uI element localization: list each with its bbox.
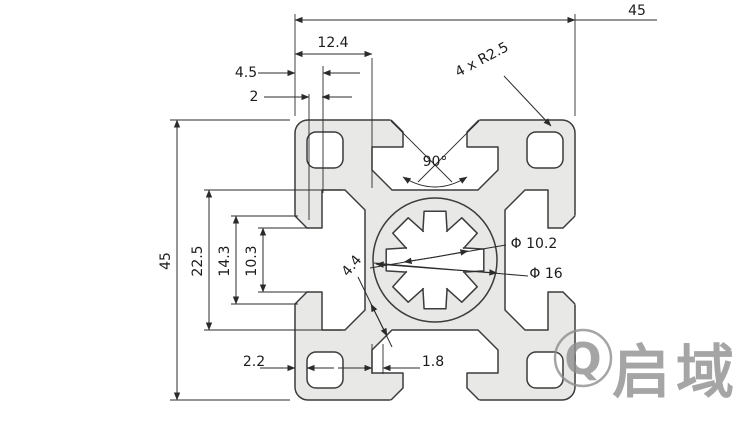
- angle-face-line: [417, 120, 480, 183]
- dim-boss-diameter: Φ 16: [373, 261, 563, 282]
- logo-letter: Q: [564, 334, 601, 385]
- t-slot-top-outline: [371, 119, 499, 191]
- dim-corner-radius: 4 x R2.5: [453, 39, 552, 127]
- dim-corner-radius-label: 4 x R2.5: [453, 39, 512, 80]
- dim-bottom-lip: 1.8: [338, 344, 444, 374]
- dim-slot-opening-label: 10.3: [244, 245, 260, 276]
- t-slot-right-outline: [504, 189, 576, 331]
- watermark: Q 启域: [553, 328, 740, 406]
- logo-circle-icon: [553, 328, 613, 388]
- dim-lip-depth-label: 4.5: [235, 65, 257, 81]
- dim-overall-height: 45: [158, 119, 290, 401]
- dim-slot-cavity-offset-label: 12.4: [317, 35, 348, 51]
- dim-slot-angle: 90°: [390, 120, 480, 188]
- dim-bottom-wall: 2.2: [243, 354, 334, 372]
- dim-slot-opening: 10.3: [244, 227, 309, 293]
- dim-slot-angle-label: 90°: [423, 154, 448, 170]
- diameter-arrow: [403, 256, 437, 265]
- angle-arc: [402, 176, 468, 188]
- dim-slot-cavity-offset: 12.4: [294, 35, 373, 188]
- dim-lip-depth: 4.5: [235, 65, 360, 193]
- brand-text: 启域: [612, 338, 740, 406]
- thickness-arrow: [370, 303, 379, 319]
- corner-channel-hole-top-right: [526, 131, 564, 169]
- dim-slot-outer-width-label: 14.3: [217, 245, 233, 276]
- dim-bore-diameter: Φ 10.2: [369, 236, 558, 269]
- corner-channel-hole-top-left: [306, 131, 344, 169]
- diameter-arrow: [439, 268, 498, 276]
- t-slot-bottom-outline: [371, 329, 499, 401]
- diameter-arrow: [435, 249, 469, 258]
- diameter-arrow: [375, 261, 441, 270]
- dim-cavity-width: 22.5: [190, 189, 342, 331]
- dim-boss-diameter-label: Φ 16: [529, 266, 562, 282]
- dim-bottom-lip-label: 1.8: [422, 354, 444, 370]
- dim-overall-height-label: 45: [158, 252, 174, 270]
- dim-chamfer-label: 2: [250, 89, 259, 105]
- t-slot-left-outline: [294, 189, 366, 331]
- dim-slot-outer-width: 14.3: [217, 215, 298, 305]
- thickness-arrow: [377, 317, 388, 337]
- dim-overall-width-label: 45: [628, 3, 646, 19]
- leader-line: [503, 75, 552, 127]
- dim-chamfer: 2: [250, 89, 352, 220]
- center-bore-gear: [385, 210, 485, 310]
- corner-channel-hole-bottom-left: [306, 351, 344, 389]
- profile-section: [291, 116, 579, 404]
- dim-overall-width: 45: [294, 3, 657, 116]
- t-slot-left-fill: [291, 190, 365, 330]
- t-slot-right-fill: [505, 190, 579, 330]
- dim-bore-diameter-label: Φ 10.2: [511, 236, 558, 252]
- dim-bottom-wall-label: 2.2: [243, 354, 265, 370]
- angle-face-line: [390, 120, 453, 183]
- dim-cavity-width-label: 22.5: [190, 245, 206, 276]
